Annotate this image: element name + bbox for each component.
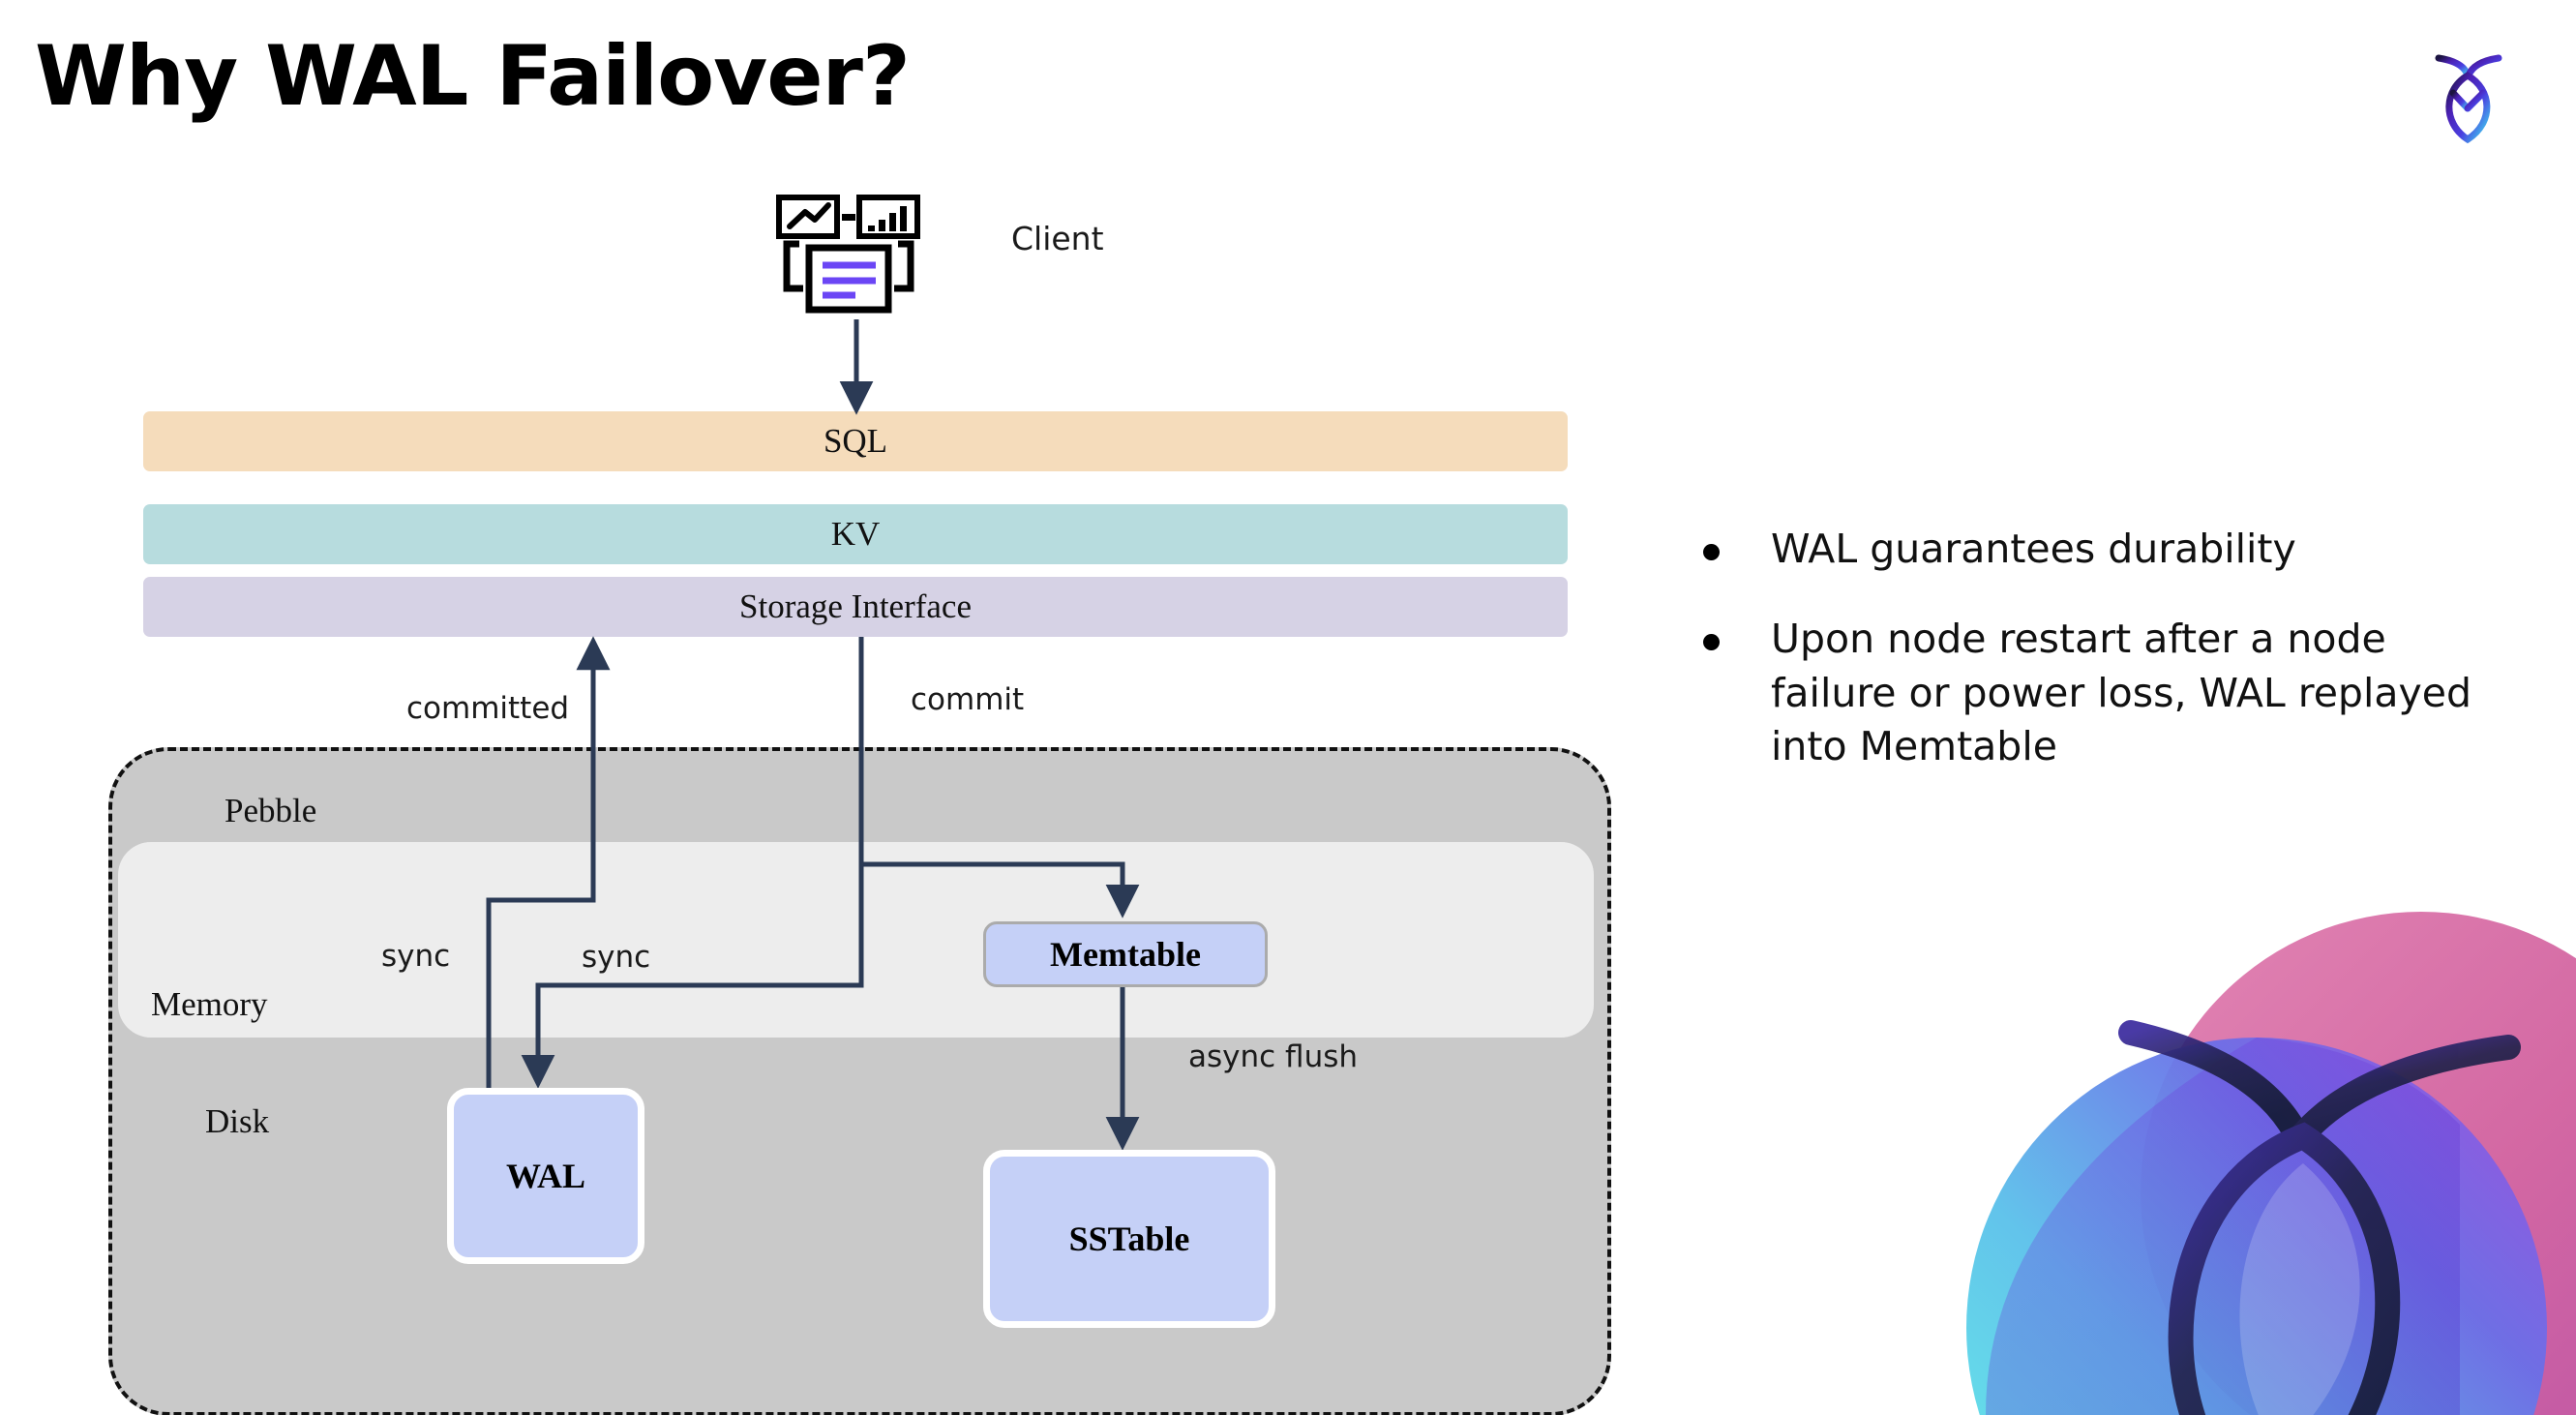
node-memtable-label: Memtable xyxy=(1050,935,1201,974)
stack-layer-kv: KV xyxy=(143,504,1568,564)
list-item: Upon node restart after a node failure o… xyxy=(1703,613,2506,773)
stack-layer-sql-label: SQL xyxy=(823,422,888,460)
stack-layer-kv-label: KV xyxy=(830,515,881,553)
edge-label-async-flush: async flush xyxy=(1188,1039,1359,1074)
edge-label-sync-2: sync xyxy=(582,940,651,975)
pebble-label: Pebble xyxy=(225,792,317,829)
memory-label: Memory xyxy=(151,985,268,1023)
edge-label-commit: commit xyxy=(911,682,1025,717)
node-sstable: SSTable xyxy=(983,1150,1275,1328)
edge-label-committed: committed xyxy=(406,691,570,726)
memory-region xyxy=(118,842,1594,1038)
disk-label: Disk xyxy=(205,1102,270,1140)
client-dashboard-icon xyxy=(776,195,920,314)
page-title: Why WAL Failover? xyxy=(35,28,911,125)
list-item: WAL guarantees durability xyxy=(1703,523,2506,576)
stack-layer-storage-interface: Storage Interface xyxy=(143,577,1568,637)
decorative-corner-art xyxy=(1966,912,2576,1415)
node-wal-label: WAL xyxy=(505,1157,586,1195)
node-wal: WAL xyxy=(447,1088,644,1264)
cockroachdb-logo-icon xyxy=(2435,54,2502,144)
node-sstable-label: SSTable xyxy=(1068,1219,1190,1258)
node-memtable: Memtable xyxy=(983,921,1268,987)
bullet-text: WAL guarantees durability xyxy=(1771,526,2296,572)
bullet-dot-icon xyxy=(1703,634,1720,651)
stack-layer-sql: SQL xyxy=(143,411,1568,471)
bullet-list: WAL guarantees durability Upon node rest… xyxy=(1703,523,2506,810)
bullet-dot-icon xyxy=(1703,544,1720,560)
bullet-text: Upon node restart after a node failure o… xyxy=(1771,616,2471,770)
edge-label-sync-1: sync xyxy=(381,939,451,974)
client-label: Client xyxy=(1011,220,1104,257)
stack-layer-storage-interface-label: Storage Interface xyxy=(739,587,972,625)
